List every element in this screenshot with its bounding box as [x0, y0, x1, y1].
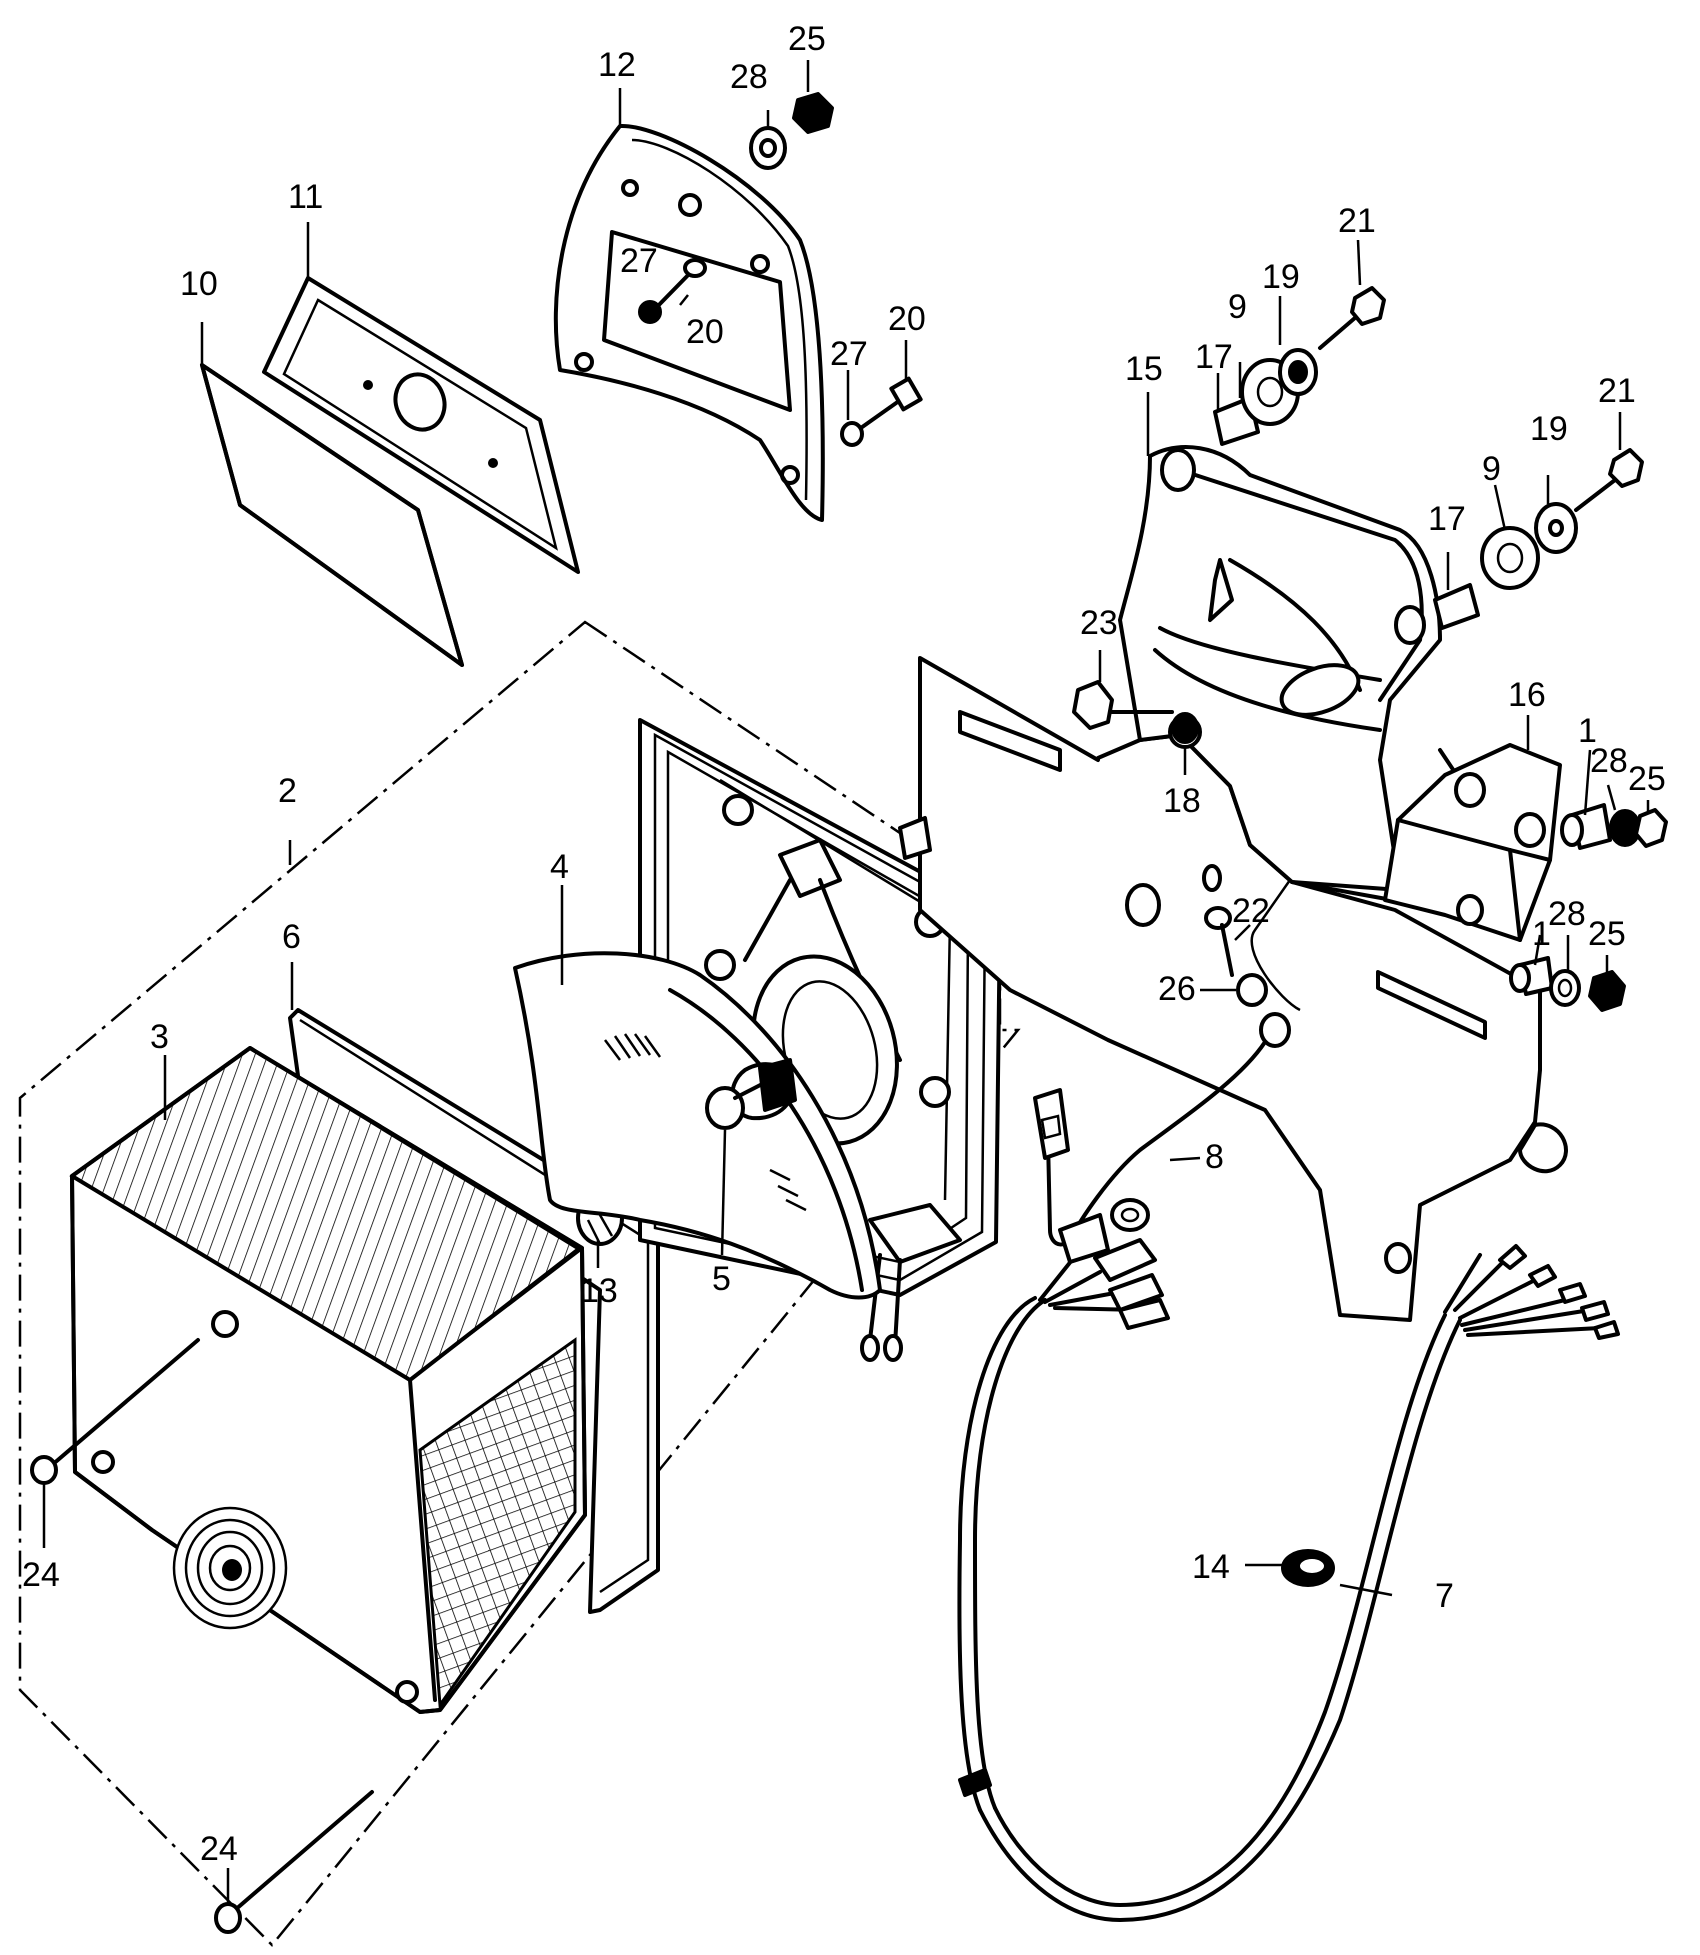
label-part-20: 20: [888, 300, 926, 338]
washer-28-top: [749, 126, 787, 170]
grommet-9-lower: [1480, 526, 1540, 590]
bolt-21-upper: [1318, 286, 1386, 350]
reflector-10: [200, 363, 464, 667]
bulb-5: [705, 1058, 797, 1130]
label-part-20: 20: [686, 313, 724, 351]
screw-24-lower: [214, 1790, 374, 1934]
label-part-24: 24: [22, 1556, 60, 1594]
label-part-17: 17: [1428, 500, 1466, 538]
label-part-6: 6: [282, 918, 301, 956]
ground-wire-8: [1033, 1012, 1291, 1247]
label-part-21: 21: [1338, 202, 1376, 240]
collar-1-upper: [1560, 803, 1612, 850]
washer-19-lower: [1534, 502, 1578, 554]
label-part-10: 10: [180, 265, 218, 303]
license-bracket-12: [553, 123, 825, 522]
label-part-27: 27: [830, 335, 868, 373]
label-part-23: 23: [1080, 604, 1118, 642]
label-part-4: 4: [550, 848, 569, 886]
label-part-12: 12: [598, 46, 636, 84]
label-part-1: 1: [1578, 712, 1597, 750]
label-part-9: 9: [1228, 288, 1247, 326]
label-part-25: 25: [1628, 760, 1666, 798]
screw-24-upper: [30, 1338, 200, 1485]
screw-22: [1204, 906, 1234, 977]
label-part-28: 28: [1548, 895, 1586, 933]
label-part-25: 25: [1588, 915, 1626, 953]
label-part-26: 26: [1158, 970, 1196, 1008]
label-part-16: 16: [1508, 676, 1546, 714]
taillight-lens-3: [69, 1046, 587, 1714]
screw-20-upper: [638, 258, 707, 324]
label-part-21: 21: [1598, 372, 1636, 410]
label-part-3: 3: [150, 1018, 169, 1056]
lens-bullseye: [172, 1506, 288, 1630]
label-part-27: 27: [620, 242, 658, 280]
part-labels: 1 1 2 3 4 5 6 7 8 9 9 10 11 12 13 14 15 …: [22, 20, 1666, 1868]
grommet-14: [1281, 1549, 1335, 1587]
label-part-13: 13: [580, 1272, 618, 1310]
label-part-25: 25: [788, 20, 826, 58]
nut-25-top: [792, 92, 834, 134]
bracket-16: [1383, 743, 1562, 942]
label-part-2: 2: [278, 772, 297, 810]
label-part-7: 7: [1435, 1577, 1454, 1615]
label-part-5: 5: [712, 1260, 731, 1298]
washer-19-upper: [1278, 348, 1318, 396]
washer-18: [1171, 712, 1199, 744]
label-part-28: 28: [730, 58, 768, 96]
label-part-17: 17: [1195, 338, 1233, 376]
washer-28-lower-right: [1549, 969, 1581, 1007]
leader-lines: [42, 60, 1650, 1904]
collar-1-lower: [1509, 956, 1554, 996]
screw-20-lower: [840, 376, 923, 447]
wire-harness-7: [957, 1198, 1620, 1922]
label-part-18: 18: [1163, 782, 1201, 820]
label-part-28: 28: [1590, 742, 1628, 780]
nut-25-lower-right: [1588, 970, 1626, 1012]
label-part-14: 14: [1192, 1548, 1230, 1586]
washer-26: [1236, 973, 1268, 1007]
label-part-19: 19: [1262, 258, 1300, 296]
reflector-shade-4: [513, 951, 882, 1300]
nut-25-upper-right: [1634, 808, 1668, 848]
label-part-8: 8: [1205, 1138, 1224, 1176]
label-part-19: 19: [1530, 410, 1568, 448]
label-part-1: 1: [1532, 915, 1551, 953]
label-part-22: 22: [1232, 892, 1270, 930]
collar-17-lower: [1433, 583, 1480, 630]
label-part-9: 9: [1482, 450, 1501, 488]
label-part-11: 11: [288, 178, 323, 216]
label-part-24: 24: [200, 1830, 238, 1868]
reflector-gasket-11: [262, 276, 580, 574]
washer-28-upper-right: [1609, 809, 1641, 847]
bolt-23: [1072, 680, 1174, 730]
bolt-21-lower: [1574, 448, 1644, 512]
label-part-15: 15: [1125, 350, 1163, 388]
